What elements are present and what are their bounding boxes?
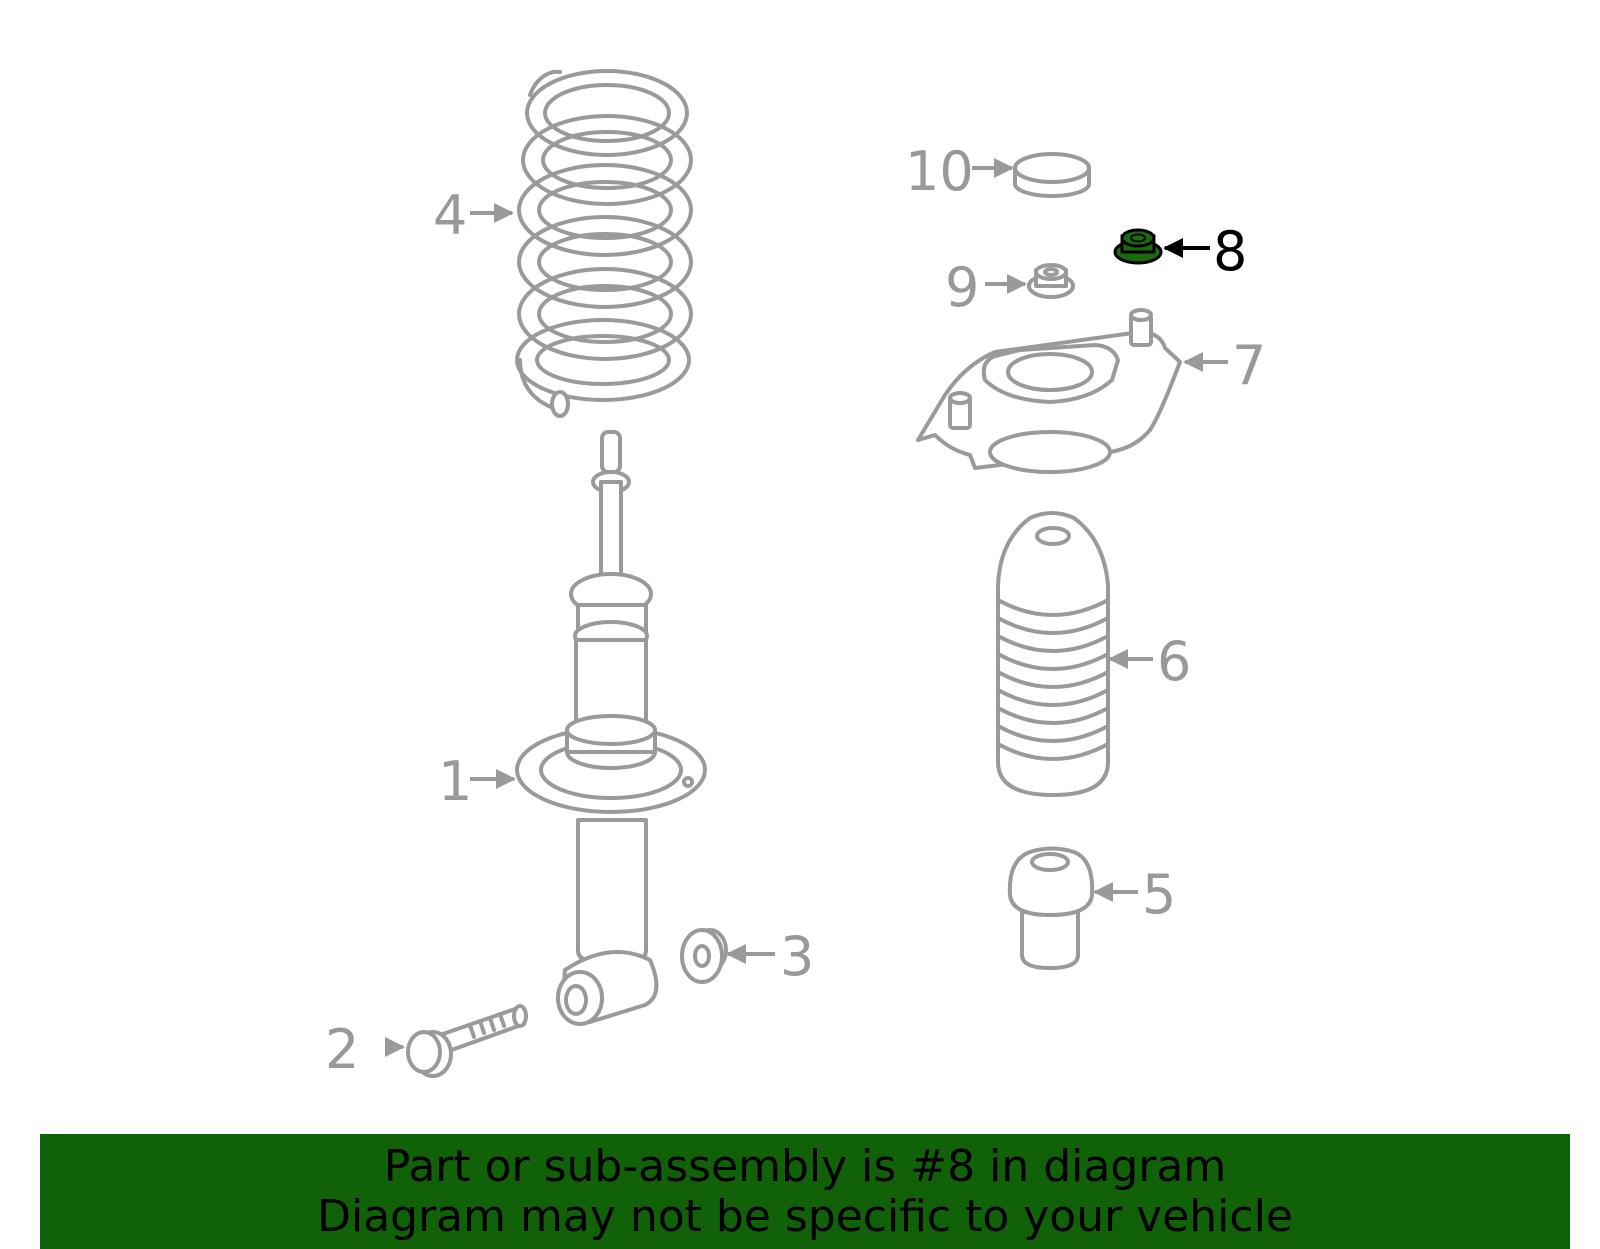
nut-part-9[interactable] [1027,263,1075,299]
callout-6: 6 [1157,630,1191,693]
bushing-part[interactable] [680,928,728,984]
strut-mount-part[interactable] [916,308,1182,474]
callout-4: 4 [433,184,467,247]
dust-cap-part[interactable] [1013,152,1091,198]
bolt-part[interactable] [406,1004,528,1078]
callout-3: 3 [780,925,814,988]
parts-diagram: 4 1 2 3 10 9 8 7 6 5 [325,69,1266,1081]
coil-spring-part[interactable] [515,69,693,418]
callout-8: 8 [1213,220,1247,283]
bump-stop-part[interactable] [1007,846,1095,970]
callout-1: 1 [438,750,472,813]
dust-boot-part[interactable] [996,511,1110,797]
nut-part-8-highlighted[interactable] [1113,228,1163,265]
callout-9: 9 [945,256,979,319]
callout-10: 10 [905,140,974,203]
callout-7: 7 [1232,334,1266,397]
callout-5: 5 [1142,863,1176,926]
strut-assembly-part[interactable] [515,430,707,1026]
banner-line-1: Part or sub-assembly is #8 in diagram [383,1141,1227,1192]
banner-line-2: Diagram may not be specific to your vehi… [317,1191,1293,1242]
callout-2: 2 [325,1018,359,1081]
info-banner: Part or sub-assembly is #8 in diagram Di… [40,1134,1570,1249]
